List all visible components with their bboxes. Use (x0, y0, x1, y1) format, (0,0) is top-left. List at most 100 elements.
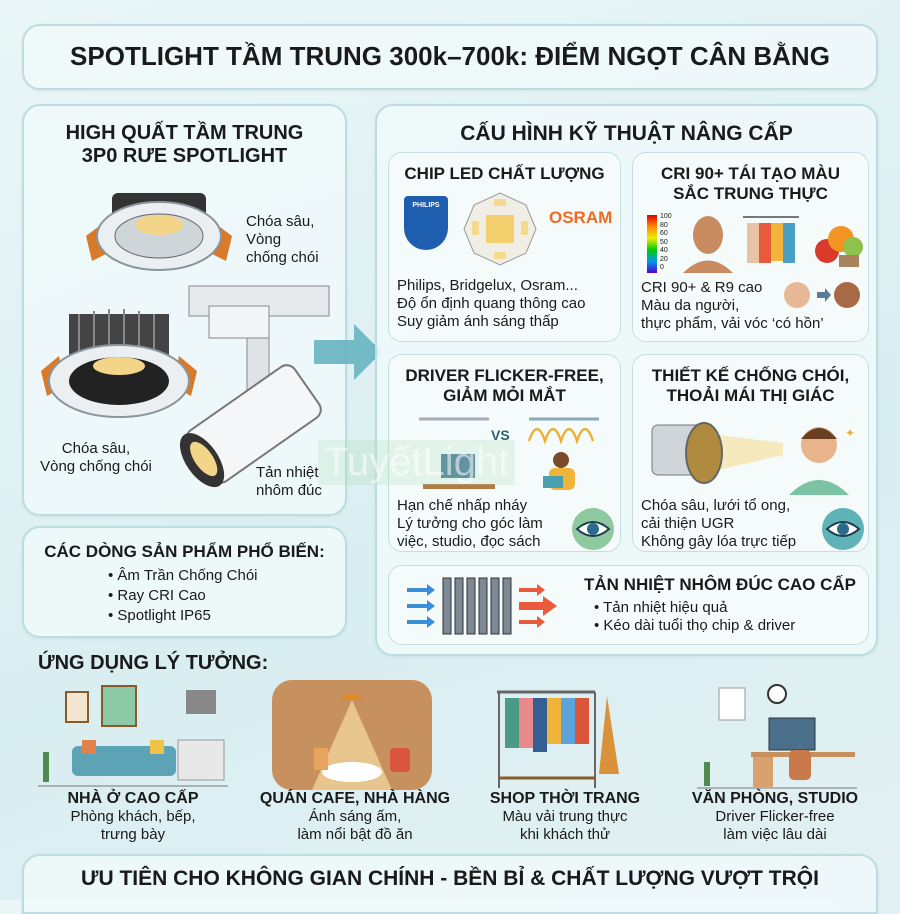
callout-top-line: Chóa sâu, (246, 213, 315, 230)
downlight-heatsink-icon (41, 309, 197, 418)
glare-title: THIẾT KẾ CHỐNG CHÓI, THOẢI MÁI THỊ GIÁC (633, 366, 868, 405)
fruit-icon (815, 226, 863, 267)
driver-line: Hạn chế nhấp nháy (397, 497, 528, 514)
application-line: làm nổi bật đồ ăn (297, 826, 413, 844)
cri-title: CRI 90+ TÁI TẠO MÀU SẮC TRUNG THỰC (633, 164, 868, 203)
products-panel: CÁC DÒNG SẢN PHẨM PHỔ BIẾN: • Âm Trần Ch… (22, 526, 347, 638)
footer-banner: ƯU TIÊN CHO KHÔNG GIAN CHÍNH - BỀN BỈ & … (22, 854, 878, 914)
reading-person-icon (543, 452, 575, 490)
application-item: SHOP THỜI TRANG Màu vải trung thực khi k… (470, 790, 660, 844)
cri-title-line1: CRI 90+ TÁI TẠO MÀU (661, 164, 840, 183)
application-line: Phòng khách, bếp, (70, 808, 196, 826)
application-line: Driver Flicker-free (715, 808, 835, 826)
driver-card: DRIVER FLICKER-FREE, GIẢM MỎI MẮT VS Hạn… (388, 354, 621, 552)
watermark: TuyếtLight (318, 440, 516, 485)
flicker-compare-icon (419, 417, 599, 445)
arrow-right-icon (314, 324, 382, 380)
callout-top-line: Vòng (246, 231, 282, 248)
application-line: khi khách thử (519, 826, 611, 844)
fashion-shop-illustration (497, 690, 619, 788)
title-banner: SPOTLIGHT TẦM TRUNG 300k–700k: ĐIỂM NGỌT… (22, 24, 878, 90)
cri-line: thực phẩm, vải vóc ‘có hồn’ (641, 315, 824, 332)
driver-description: Hạn chế nhấp nháy Lý tưởng cho góc làm v… (397, 497, 543, 551)
desk-monitor-icon (423, 454, 495, 489)
callout-top-line: chống chói (246, 249, 319, 266)
downlight-anti-glare-icon (86, 193, 232, 271)
driver-line: Lý tưởng cho góc làm (397, 515, 543, 532)
driver-title-line1: DRIVER FLICKER-FREE, (405, 366, 604, 385)
driver-line: việc, studio, đọc sách (397, 533, 541, 550)
left-title-line1: HIGH QUẤT TẦM TRUNG (65, 122, 304, 144)
products-list: • Âm Trần Chống Chói • Ray CRI Cao • Spo… (108, 566, 258, 626)
person-comfort-icon: ✦ (789, 426, 855, 495)
applications-title: ỨNG DỤNG LÝ TƯỞNG: (38, 652, 269, 674)
led-chip-icon (463, 192, 537, 266)
page-title: SPOTLIGHT TẦM TRUNG 300k–700k: ĐIỂM NGỌT… (70, 41, 830, 72)
vs-label: VS (491, 427, 510, 443)
application-title: SHOP THỜI TRANG (489, 790, 641, 807)
tech-title: CẤU HÌNH KỸ THUẬT NÂNG CẤP (460, 122, 793, 145)
chip-description: Philips, Bridgelux, Osram... Độ ổn định … (397, 277, 586, 331)
application-item: QUÁN CAFE, NHÀ HÀNG Ánh sáng ấm, làm nổi… (245, 790, 465, 844)
left-title-line2: 3P0 RƯE SPOTLIGHT (81, 145, 288, 167)
track-spotlight-icon (179, 285, 330, 488)
heatsink-card: TẢN NHIỆT NHÔM ĐÚC CAO CẤP • Tản nhiệt h… (388, 565, 869, 645)
heatsink-list: • Tản nhiệt hiệu quả • Kéo dài tuổi thọ … (594, 599, 795, 635)
application-line: Màu vải trung thực (502, 808, 628, 826)
application-item: VĂN PHÒNG, STUDIO Driver Flicker-free là… (675, 790, 875, 844)
glare-line: Không gây lóa trực tiếp (641, 533, 797, 550)
philips-logo: PHILIPS (404, 196, 448, 250)
left-panel-title: HIGH QUẤT TẦM TRUNG 3P0 RƯE SPOTLIGHT (24, 122, 345, 168)
callout-top: Chóa sâu, Vòng chống chói (246, 213, 319, 267)
application-item: NHÀ Ở CAO CẤP Phòng khách, bếp, trưng bà… (28, 790, 238, 844)
glare-title-line1: THIẾT KẾ CHỐNG CHÓI, (651, 366, 850, 385)
heatsink-title: TẢN NHIỆT NHÔM ĐÚC CAO CẤP (584, 575, 856, 594)
cafe-illustration (272, 680, 432, 790)
cri-color-scale (647, 215, 657, 273)
glare-line: cải thiện UGR (641, 515, 735, 532)
glare-description: Chóa sâu, lưới tổ ong, cải thiện UGR Khô… (641, 497, 796, 551)
eye-icon (572, 508, 614, 550)
heatsink-airflow-icon (407, 577, 557, 635)
clothes-rack-icon (743, 216, 799, 263)
application-title: QUÁN CAFE, NHÀ HÀNG (259, 790, 451, 807)
cri-title-line2: SẮC TRUNG THỰC (673, 183, 828, 203)
heatsink-item: • Kéo dài tuổi thọ chip & driver (594, 617, 796, 634)
chip-line: Suy giảm ánh sáng thấp (397, 313, 559, 330)
driver-title-line2: GIẢM MỎI MẮT (443, 385, 566, 405)
callout-bottom: Chóa sâu, Vòng chống chói (26, 440, 166, 476)
driver-title: DRIVER FLICKER-FREE, GIẢM MỎI MẮT (389, 366, 620, 405)
application-line: Ánh sáng ấm, (308, 808, 402, 826)
callout-track-line: Tản nhiệt (256, 464, 319, 481)
living-room-illustration (38, 685, 228, 787)
application-line: làm việc lâu dài (723, 826, 827, 844)
application-line: trưng bày (100, 826, 166, 844)
product-item: • Ray CRI Cao (108, 587, 206, 604)
application-title: VĂN PHÒNG, STUDIO (691, 790, 859, 807)
cri-description: CRI 90+ & R9 cao Màu da người, thực phẩm… (641, 279, 824, 333)
office-studio-illustration (697, 684, 857, 789)
heatsink-item: • Tản nhiệt hiệu quả (594, 599, 728, 616)
cri-line: CRI 90+ & R9 cao (641, 279, 763, 296)
chip-line: Độ ổn định quang thông cao (397, 295, 586, 312)
svg-text:✦: ✦ (845, 426, 855, 440)
callout-track-line: nhôm đúc (256, 482, 322, 499)
footer-text: ƯU TIÊN CHO KHÔNG GIAN CHÍNH - BỀN BỈ & … (81, 867, 819, 890)
chip-line: Philips, Bridgelux, Osram... (397, 277, 578, 294)
callout-track: Tản nhiệt nhôm đúc (256, 464, 322, 500)
product-item: • Spotlight IP65 (108, 607, 211, 624)
glare-line: Chóa sâu, lưới tổ ong, (641, 497, 791, 514)
chip-title: CHIP LED CHẤT LƯỢNG (404, 164, 605, 183)
left-panel: HIGH QUẤT TẦM TRUNG 3P0 RƯE SPOTLIGHT Ch… (22, 104, 347, 516)
product-item: • Âm Trần Chống Chói (108, 567, 258, 584)
face-icon (683, 216, 733, 273)
honeycomb-downlight-icon (651, 422, 783, 484)
glare-card: THIẾT KẾ CHỐNG CHÓI, THOẢI MÁI THỊ GIÁC … (632, 354, 869, 552)
glare-title-line2: THOẢI MÁI THỊ GIÁC (666, 385, 835, 405)
eye-icon (822, 508, 864, 550)
osram-logo: OSRAM (549, 208, 613, 227)
products-title: CÁC DÒNG SẢN PHẨM PHỔ BIẾN: (44, 542, 325, 561)
skin-tone-compare-icon (784, 282, 860, 308)
